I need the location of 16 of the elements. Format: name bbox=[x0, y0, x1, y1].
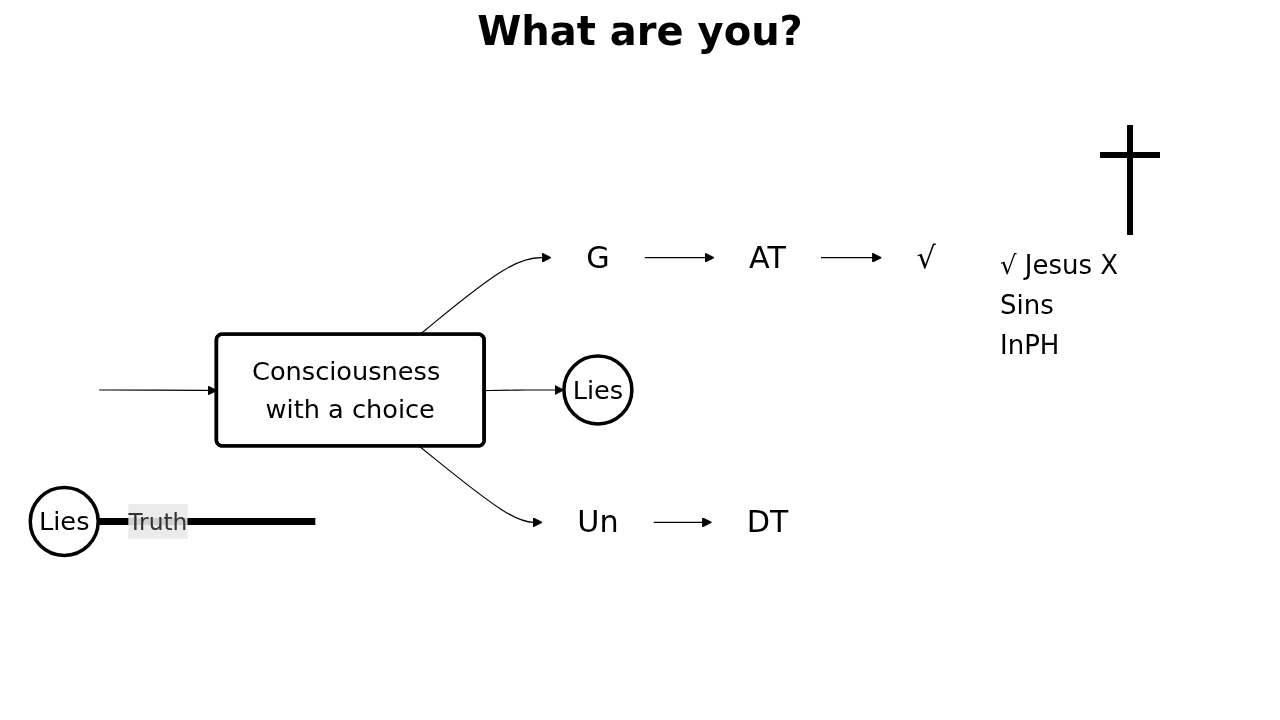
title: What are you? bbox=[476, 8, 804, 54]
node-text: G bbox=[586, 239, 610, 275]
note-text: √ Jesus X bbox=[1000, 250, 1120, 280]
node-circle: Lies bbox=[28, 485, 100, 558]
node-text: DT bbox=[746, 504, 789, 540]
node-text: Un bbox=[577, 504, 619, 540]
node-text: √ bbox=[916, 239, 936, 275]
node-circle: Lies bbox=[562, 354, 634, 426]
arrow bbox=[652, 517, 713, 528]
note-text: Sins bbox=[1000, 290, 1055, 320]
note-text: InPH bbox=[1000, 330, 1061, 360]
arrow bbox=[820, 252, 882, 263]
arrow bbox=[643, 252, 715, 263]
edge-label: Truth bbox=[128, 507, 188, 536]
arrow bbox=[419, 445, 543, 528]
node-text: AT bbox=[749, 239, 786, 275]
